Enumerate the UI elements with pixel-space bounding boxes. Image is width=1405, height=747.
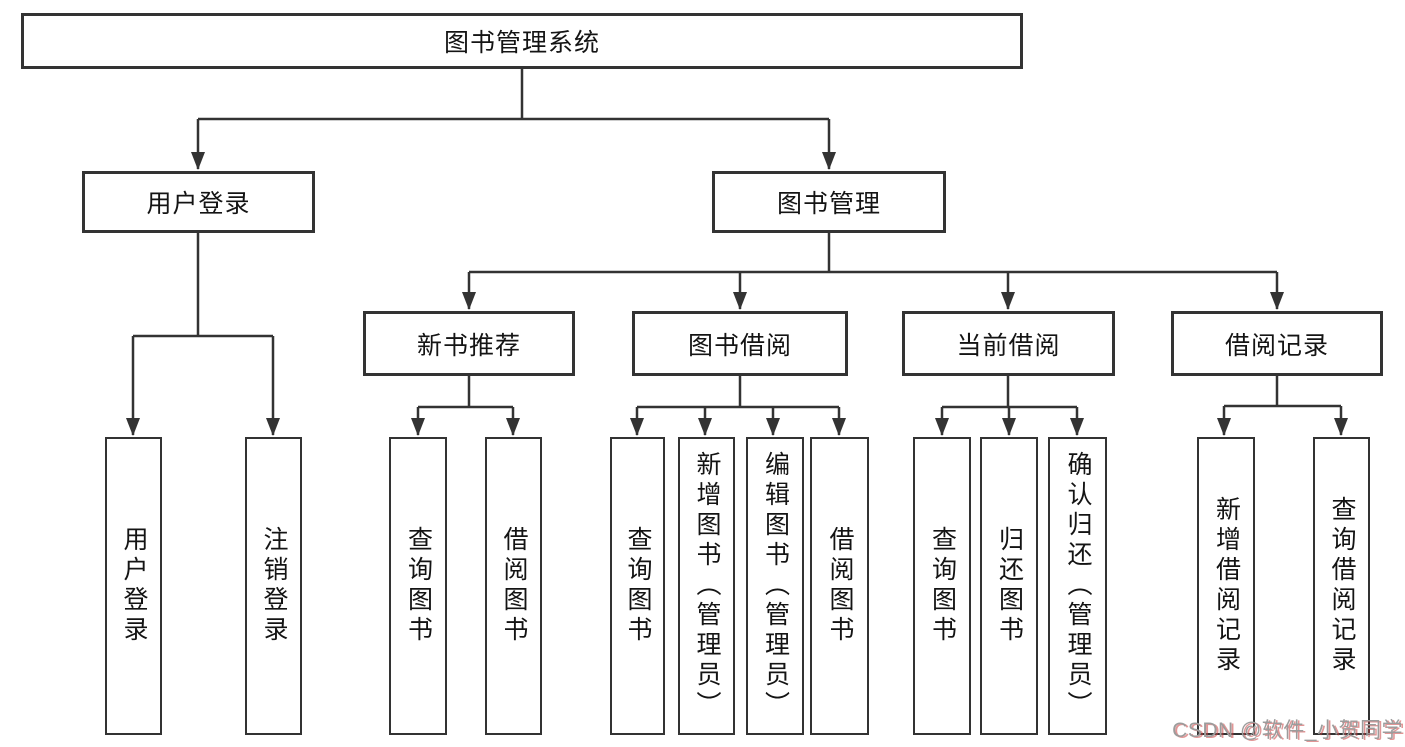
node-leaf-query-books-borrow: 查询图书 [610, 437, 665, 735]
leaf-label: 查询图书 [404, 526, 433, 646]
node-leaf-logout-login: 注销登录 [245, 437, 302, 735]
node-leaf-query-books-current: 查询图书 [913, 437, 971, 735]
node-book-borrow: 图书借阅 [632, 311, 848, 376]
node-new-book-recommend: 新书推荐 [363, 311, 575, 376]
leaf-label: 编辑图书（管理员） [761, 451, 790, 721]
node-current-borrow: 当前借阅 [902, 311, 1115, 376]
connector-book-management-split [462, 233, 1284, 310]
node-leaf-user-login: 用户登录 [105, 437, 162, 735]
connector-borrow-records-split [1217, 376, 1348, 436]
node-library-system-root: 图书管理系统 [21, 13, 1023, 69]
leaf-label: 查询图书 [624, 526, 652, 646]
node-leaf-add-books-admin: 新增图书（管理员） [678, 437, 735, 735]
leaf-label: 新增借阅记录 [1212, 496, 1241, 676]
leaf-label: 查询图书 [928, 526, 957, 646]
connector-user-login-split [126, 233, 280, 436]
connector-new-book-recommend-split [411, 376, 520, 436]
node-leaf-borrow-books-recommend: 借阅图书 [485, 437, 542, 735]
node-user-login: 用户登录 [82, 171, 315, 233]
connector-current-borrow-split [935, 376, 1084, 436]
leaf-label: 借阅图书 [826, 526, 854, 646]
node-borrow-records: 借阅记录 [1171, 311, 1383, 376]
leaf-label: 查询借阅记录 [1328, 496, 1356, 676]
leaf-label: 新增图书（管理员） [693, 451, 721, 721]
node-leaf-confirm-return-admin: 确认归还（管理员） [1048, 437, 1107, 735]
node-leaf-borrow-books: 借阅图书 [810, 437, 869, 735]
leaf-label: 用户登录 [120, 526, 148, 646]
node-leaf-add-borrow-record: 新增借阅记录 [1197, 437, 1255, 735]
leaf-label: 注销登录 [260, 526, 288, 646]
csdn-watermark: CSDN @软件_小贺同学 [1172, 719, 1403, 742]
node-leaf-query-borrow-record: 查询借阅记录 [1313, 437, 1370, 735]
node-book-management: 图书管理 [712, 171, 946, 233]
node-leaf-edit-books-admin: 编辑图书（管理员） [746, 437, 804, 735]
leaf-label: 确认归还（管理员） [1064, 451, 1092, 721]
node-leaf-query-books-recommend: 查询图书 [389, 437, 447, 735]
leaf-label: 归还图书 [995, 526, 1024, 646]
leaf-label: 借阅图书 [500, 526, 528, 646]
connector-root-split [191, 69, 836, 170]
node-leaf-return-books: 归还图书 [980, 437, 1038, 735]
connector-book-borrow-split [630, 376, 846, 436]
